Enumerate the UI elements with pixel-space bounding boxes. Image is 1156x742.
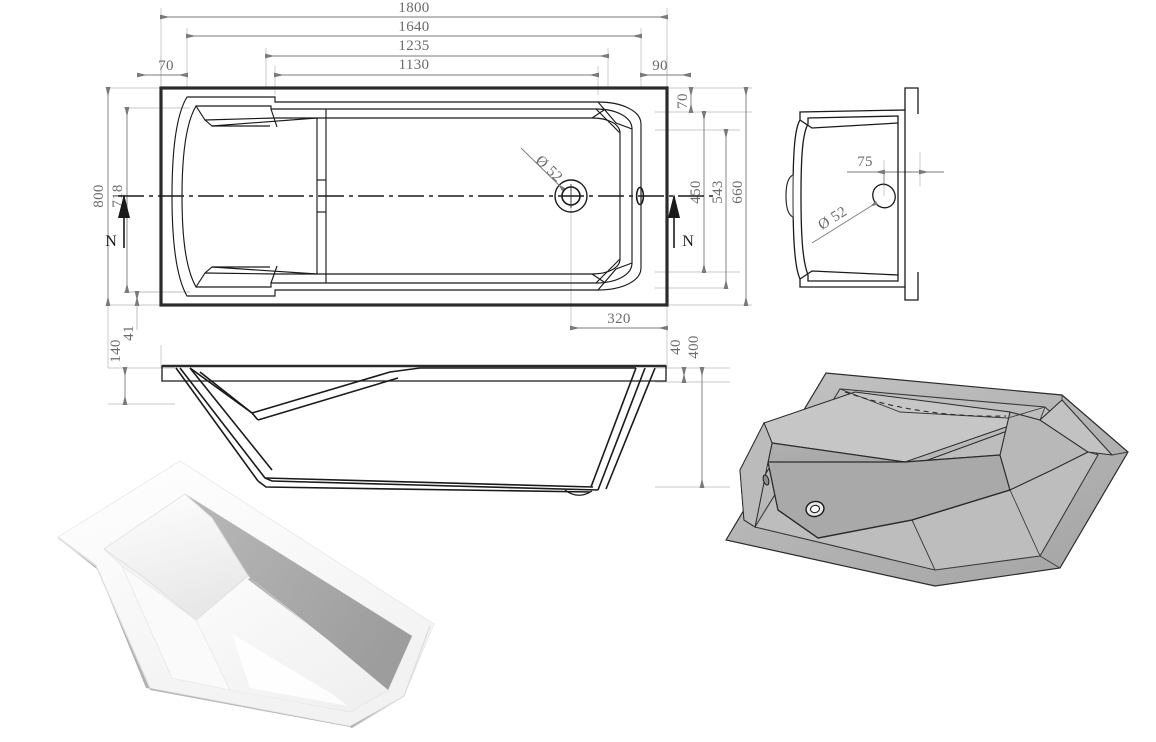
dimension-75: 75 <box>847 154 944 175</box>
drain-hole <box>554 179 588 213</box>
dimension-1640: 1640 <box>186 19 642 39</box>
dimension-450: 450 <box>688 111 707 273</box>
dimension-41: 41 <box>121 291 140 341</box>
dimension-40-label: 40 <box>668 339 684 355</box>
dimension-41-label: 41 <box>121 325 137 341</box>
render-inner-far-wall <box>185 494 412 690</box>
dimension-320: 320 <box>570 311 668 331</box>
dimension-1800: 1800 <box>160 0 668 20</box>
render-crease-lines <box>103 493 249 621</box>
iso-overflow-slot <box>762 474 770 486</box>
dimension-320-label: 320 <box>607 311 630 327</box>
iso-seam-dashed <box>844 391 1007 417</box>
render-inner-near-wall <box>121 565 231 691</box>
dimension-1235-label: 1235 <box>398 38 429 54</box>
dimension-90-right-label: 90 <box>652 58 668 74</box>
dimension-1130: 1130 <box>274 57 599 78</box>
iso-drain-hole <box>805 500 825 518</box>
render-rim-left-edge <box>57 537 151 689</box>
dimension-1640-label: 1640 <box>398 19 429 35</box>
section-mark-right: N <box>668 194 694 250</box>
dimension-70-top-label: 70 <box>675 93 691 109</box>
render-floor-highlight <box>232 634 348 706</box>
top-plan-view: 1800 1640 1235 1130 70 90 <box>91 0 752 368</box>
dimension-70-left: 70 <box>137 58 188 78</box>
section-mark-right-label: N <box>682 233 694 250</box>
dimension-660: 660 <box>730 87 749 306</box>
overflow-slot <box>635 186 645 206</box>
dimension-543-label: 543 <box>710 180 726 203</box>
dimension-800: 800 <box>91 87 111 306</box>
dimension-40: 40 <box>668 339 687 383</box>
dimension-90-right: 90 <box>640 58 691 78</box>
dimension-70-top: 70 <box>675 87 694 113</box>
render-inner-floor <box>196 578 388 712</box>
dimension-140-label: 140 <box>108 339 124 362</box>
render-rim-right-edge <box>351 625 431 729</box>
dimension-543: 543 <box>710 129 729 289</box>
iso-render-view <box>57 460 435 729</box>
dimension-140: 140 <box>108 339 128 405</box>
dimension-70-left-label: 70 <box>158 58 174 74</box>
dimension-660-label: 660 <box>730 180 746 203</box>
section-projection-lines <box>108 345 730 488</box>
dimension-450-label: 450 <box>688 180 704 203</box>
front-section-view: 140 40 400 <box>108 335 730 496</box>
iso-shaded-view <box>725 372 1129 587</box>
dimension-1800-label: 1800 <box>398 0 429 16</box>
dimension-1235: 1235 <box>265 38 609 59</box>
section-profile <box>161 364 667 496</box>
dimension-400: 400 <box>686 335 705 488</box>
dimension-800-label: 800 <box>91 184 107 207</box>
iso-bottom-edge <box>777 489 1011 539</box>
section-mark-left-label: N <box>105 233 117 250</box>
side-view-profile <box>785 87 919 301</box>
section-mark-left: N <box>105 194 130 250</box>
dimension-400-label: 400 <box>686 335 702 358</box>
dimension-1130-label: 1130 <box>399 57 430 73</box>
dimension-75-label: 75 <box>857 154 873 170</box>
